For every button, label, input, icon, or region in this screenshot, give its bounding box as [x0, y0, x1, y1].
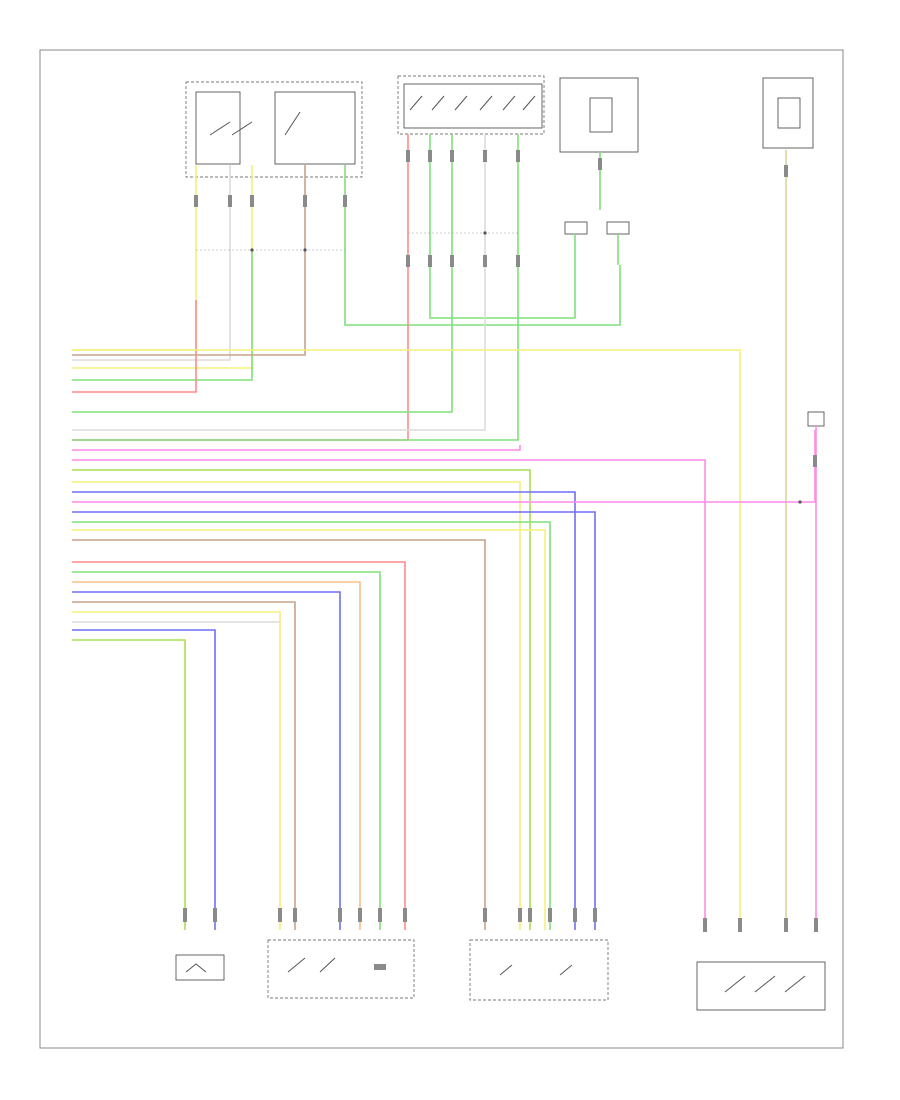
right-connector: [807, 411, 825, 930]
top-far-right-module: [762, 77, 814, 149]
top-center-switch-assembly: [397, 75, 545, 135]
top-connector-pins: [194, 150, 817, 467]
diagram-frame: [39, 49, 844, 1049]
upper-harness-wires: [72, 134, 787, 930]
bottom-connector-pins: [183, 908, 818, 932]
bottom-component-1: [175, 954, 225, 981]
splice-points: [196, 231, 802, 504]
top-left-switch-assembly: [185, 81, 363, 178]
bottom-component-3: [469, 939, 609, 1001]
bottom-component-4: [696, 961, 826, 1011]
top-right-module: [559, 77, 639, 153]
ground-points: [564, 221, 630, 265]
bottom-component-2: [267, 939, 415, 999]
lower-harness-wires: [72, 561, 406, 930]
middle-harness-wires: [72, 430, 816, 930]
